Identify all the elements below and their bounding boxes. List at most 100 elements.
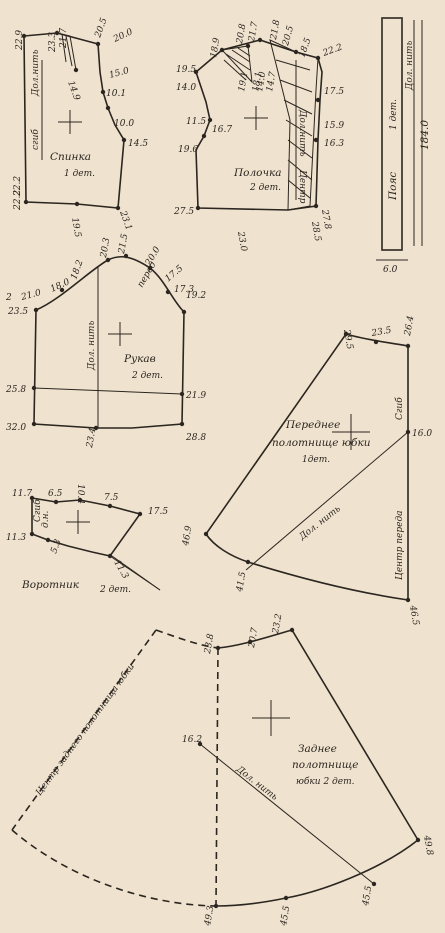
vorotnik-title: Воротник	[21, 579, 80, 591]
measure-label: 21.5	[117, 233, 131, 256]
measure-label: 26.4	[403, 315, 417, 338]
measure-label: 11.7	[12, 489, 32, 499]
measure-label: 20.0	[111, 27, 135, 45]
measure-label: 29.5	[341, 328, 355, 351]
measure-label: 20.5	[281, 25, 296, 48]
poyas-width: 6.0	[383, 265, 398, 275]
measure-label: 10.4	[75, 484, 85, 504]
spinka-points	[21, 30, 127, 211]
measure-label: 19.6	[178, 145, 198, 155]
measure-label: 21.9	[185, 391, 206, 401]
measure-label: 17.5	[164, 264, 186, 285]
measure-label: 14.7	[265, 71, 278, 93]
zadnee-grainline	[199, 743, 375, 885]
zadnee-outline	[215, 629, 420, 907]
perednee-center-label: Центр переда	[395, 510, 405, 580]
measure-label: 10.1	[106, 89, 126, 99]
measure-label: 15.9	[324, 121, 344, 131]
perednee-points	[203, 331, 411, 603]
polochka-title: Полочка	[233, 167, 282, 179]
perednee-fold-label: Сгиб	[394, 397, 405, 420]
measure-label: 14.5	[128, 139, 148, 149]
piece-zadnee: Заднее полотнище юбки 2 дет. Дол. нить Ц…	[11, 613, 434, 928]
rukav-qty: 2 дет.	[131, 371, 163, 381]
measure-label: 45.5	[279, 905, 293, 928]
rukav-title: Рукав	[123, 353, 156, 365]
spinka-qty: 1 дет.	[64, 169, 95, 179]
measure-label: 23.3	[48, 32, 58, 53]
perednee-grain-label: Дол. нить	[297, 504, 343, 543]
spinka-outline	[23, 32, 125, 209]
measure-label: 23.2	[271, 613, 285, 636]
measure-label: 19.5	[176, 65, 196, 75]
zadnee-grain-label: Дол. нить	[233, 764, 279, 803]
measure-label: 20.5	[93, 17, 110, 40]
measure-label: 21.7	[247, 21, 261, 44]
measure-label: 41.5	[235, 571, 249, 594]
polochka-dart-hatch	[220, 45, 253, 84]
measure-label: 17.5	[148, 507, 168, 517]
measure-label: 22.2	[13, 190, 23, 211]
measure-label: 2	[5, 293, 12, 303]
measure-label: 23.5	[370, 326, 393, 340]
measure-label: 32.0	[6, 423, 26, 433]
measure-label: 14.9	[65, 80, 81, 103]
perednee-outline	[205, 333, 409, 601]
polochka-center-label: Центр	[297, 170, 307, 204]
measure-label: 23.5	[7, 307, 28, 317]
spinka-fold-label: сгиб	[30, 129, 41, 150]
measure-label: 18.1	[251, 71, 264, 92]
measure-label: 23.0	[235, 230, 249, 253]
polochka-qty: 2 дет.	[249, 183, 281, 193]
zadnee-center-label: Центр заднего полотнища юбки	[34, 661, 138, 798]
rukav-grain-label: Дол. нить	[87, 321, 97, 371]
measure-label: 20.0	[143, 245, 162, 268]
measure-label: 28.8	[185, 433, 206, 443]
measure-label: 11.3	[111, 559, 130, 582]
perednee-grainline	[245, 431, 409, 571]
zadnee-cross-mark	[252, 700, 290, 736]
rukav-points	[31, 253, 187, 431]
piece-spinka: Спинка 1 дет. Дол.нить сгиб 22.9 23.3 22…	[13, 17, 148, 239]
measure-label: 21.0	[19, 288, 42, 303]
zadnee-title-line-3: юбки 2 дет.	[296, 776, 355, 787]
measure-label: 27.8	[319, 208, 333, 231]
piece-polochka: Полочка 2 дет. Дол.нить Центр 20.8 21.7 …	[173, 19, 344, 253]
piece-poyas: Пояс 1 дет. Дол. нить 184.0 6.0	[376, 17, 431, 275]
measure-label: 22.9	[15, 30, 25, 51]
measure-label: 21.7	[59, 28, 69, 49]
poyas-qty: 1 дет.	[389, 99, 399, 130]
measure-label: 19.5	[69, 217, 82, 239]
zadnee-grainline-dashed	[215, 647, 219, 907]
measure-label: 16.0	[412, 429, 432, 439]
measure-label: 27.5	[173, 207, 194, 217]
poyas-length: 184.0	[419, 120, 431, 150]
zadnee-hem-dashed	[11, 829, 217, 907]
measure-label: 22.2	[321, 42, 344, 59]
vorotnik-fold-label: Сгиб	[32, 499, 43, 522]
polochka-grain-label: Дол.нить	[297, 109, 307, 157]
vorotnik-lapel-line	[109, 555, 161, 591]
measure-label: 23.1	[117, 209, 134, 232]
measure-label: 20.3	[99, 237, 113, 260]
zadnee-title-line-2: полотнище	[292, 759, 358, 771]
measure-label: 46.9	[181, 525, 195, 548]
poyas-title: Пояс	[387, 172, 399, 201]
measure-label: 17.5	[324, 87, 344, 97]
piece-rukav: Рукав 2 дет. Дол. нить перед 20.3 21.5 2…	[5, 233, 206, 450]
measure-label: 45.5	[361, 885, 375, 908]
measure-label: 6.5	[48, 489, 63, 499]
measure-label: 21.8	[269, 19, 283, 42]
measure-label: 20.8	[235, 23, 249, 46]
measure-label: 23.4	[85, 427, 99, 450]
measure-label: 17.3	[174, 285, 194, 295]
piece-perednee: Переднее полотнище юбки 1дет. Дол. нить …	[181, 315, 432, 627]
perednee-cross-mark	[332, 414, 370, 450]
vorotnik-grain-label: д.н.	[41, 511, 51, 528]
measure-label: 11.5	[186, 117, 206, 127]
measure-label: 19.2	[186, 291, 206, 301]
perednee-title-line-1: Переднее	[285, 419, 340, 431]
measure-label: 49.3	[203, 905, 217, 928]
perednee-title-line-2: полотнище юбки	[272, 437, 371, 449]
